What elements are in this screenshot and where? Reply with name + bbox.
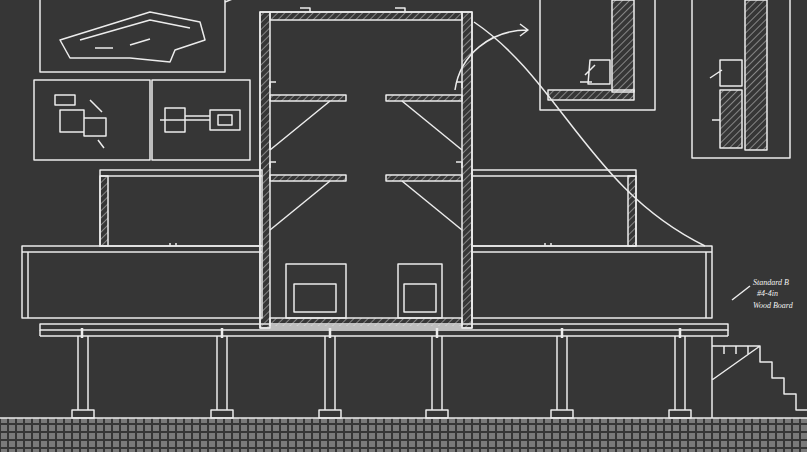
note-label: Standard B <box>752 278 790 287</box>
lower-boxes <box>22 243 712 318</box>
hinge-insets <box>34 0 790 160</box>
deck-posts <box>72 328 691 418</box>
ground <box>0 418 807 452</box>
leader-line <box>732 286 750 300</box>
stairs <box>712 336 807 418</box>
swing-arrow <box>455 24 528 90</box>
upper-boxes <box>100 170 636 246</box>
note-label: Wood Board <box>752 301 794 310</box>
door-swing <box>474 22 705 246</box>
central-cabinet <box>260 8 472 328</box>
note-label: #4-4in <box>756 289 779 298</box>
